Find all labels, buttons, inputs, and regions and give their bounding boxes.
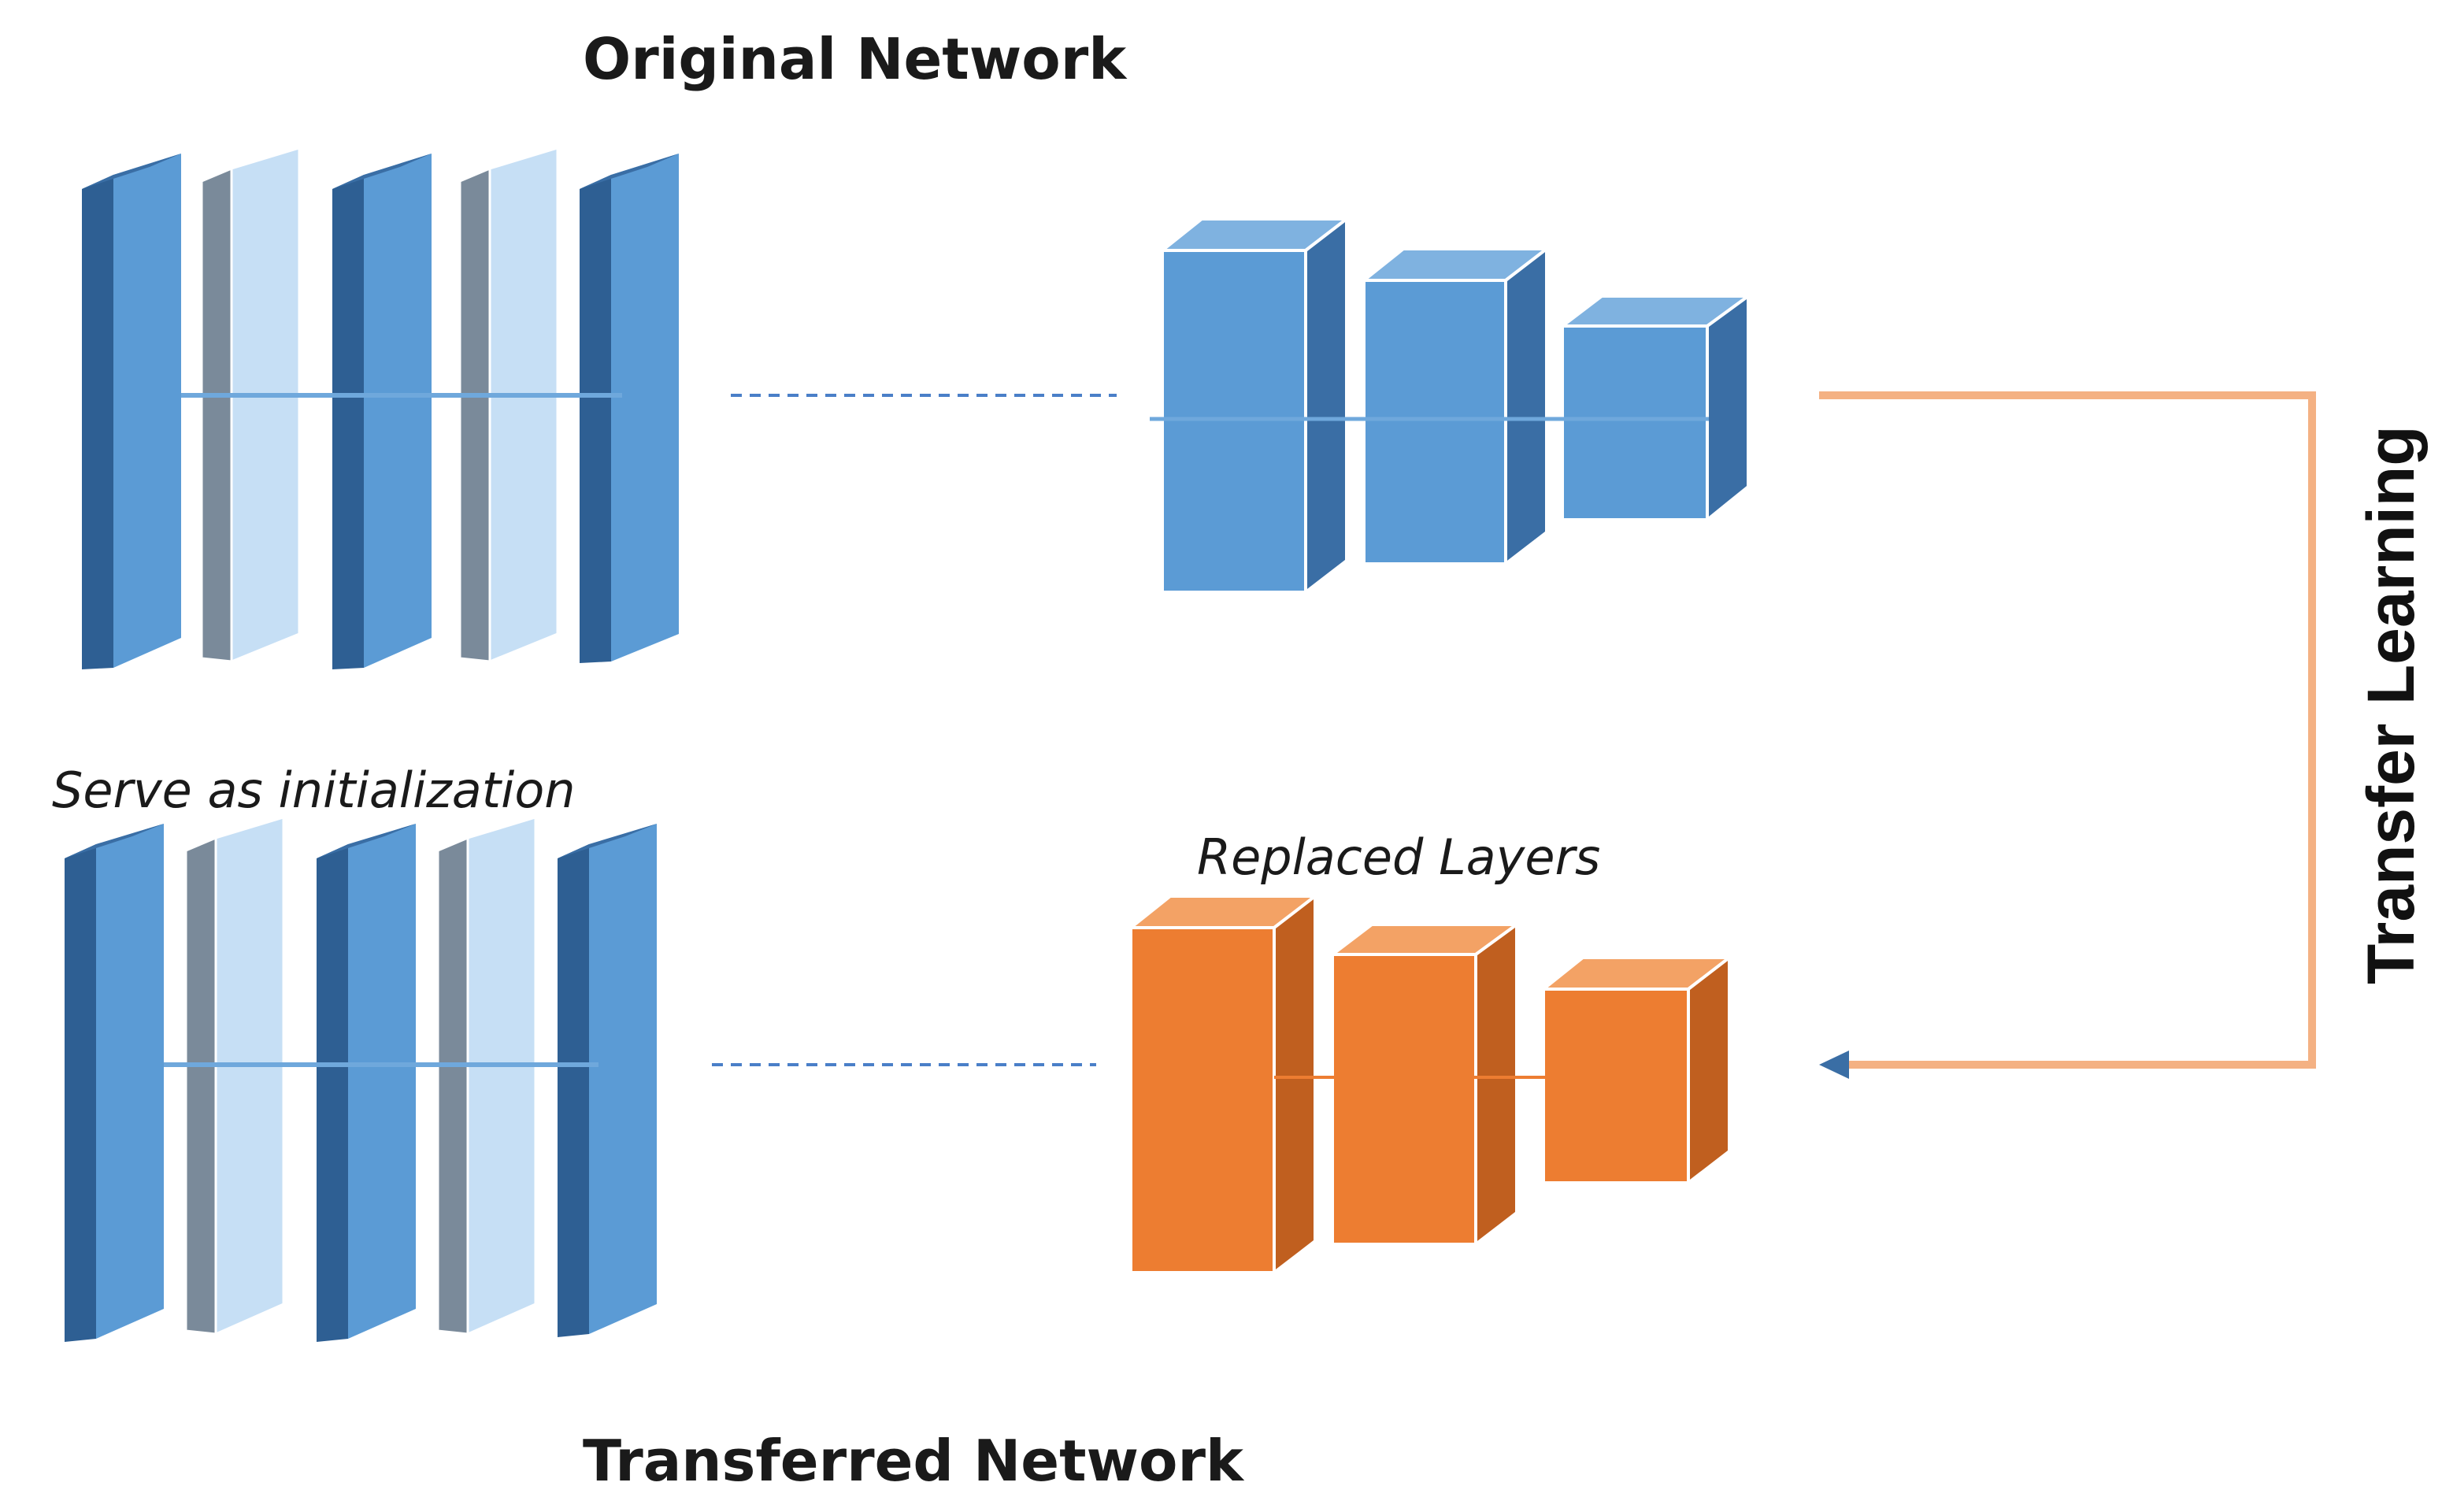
original-cube-3 — [1558, 293, 1754, 524]
arrow-head-icon — [1819, 1051, 1849, 1079]
transferred-conv-stack — [65, 815, 657, 1342]
original-dense-stack — [1150, 215, 1754, 596]
replaced-cube-3 — [1539, 954, 1734, 1187]
replaced-layers-annotation: Replaced Layers — [1197, 828, 1600, 886]
transferred-slab-1 — [65, 824, 164, 1342]
transfer-learning-label: Transfer Learning — [2354, 425, 2428, 984]
original-slab-5 — [580, 154, 679, 663]
original-cube-1 — [1158, 215, 1351, 596]
original-slab-4 — [458, 146, 559, 664]
transferred-slab-3 — [317, 824, 416, 1342]
replaced-cube-1 — [1126, 892, 1320, 1277]
original-slab-1 — [82, 154, 181, 669]
transfer-arrow — [1819, 391, 2316, 1079]
transferred-slab-5 — [558, 824, 657, 1337]
replaced-cube-2 — [1328, 921, 1522, 1248]
transferred-slab-4 — [436, 815, 537, 1336]
original-network-title: Original Network — [583, 26, 1128, 92]
original-cube-2 — [1359, 245, 1551, 568]
original-slab-2 — [200, 146, 301, 664]
original-slab-3 — [332, 154, 432, 669]
transferred-network-title: Transferred Network — [583, 1428, 1245, 1494]
original-conv-stack — [82, 146, 679, 669]
replaced-dense-stack — [1126, 892, 1734, 1277]
transferred-slab-2 — [184, 815, 285, 1336]
init-annotation: Serve as initialization — [52, 762, 576, 819]
